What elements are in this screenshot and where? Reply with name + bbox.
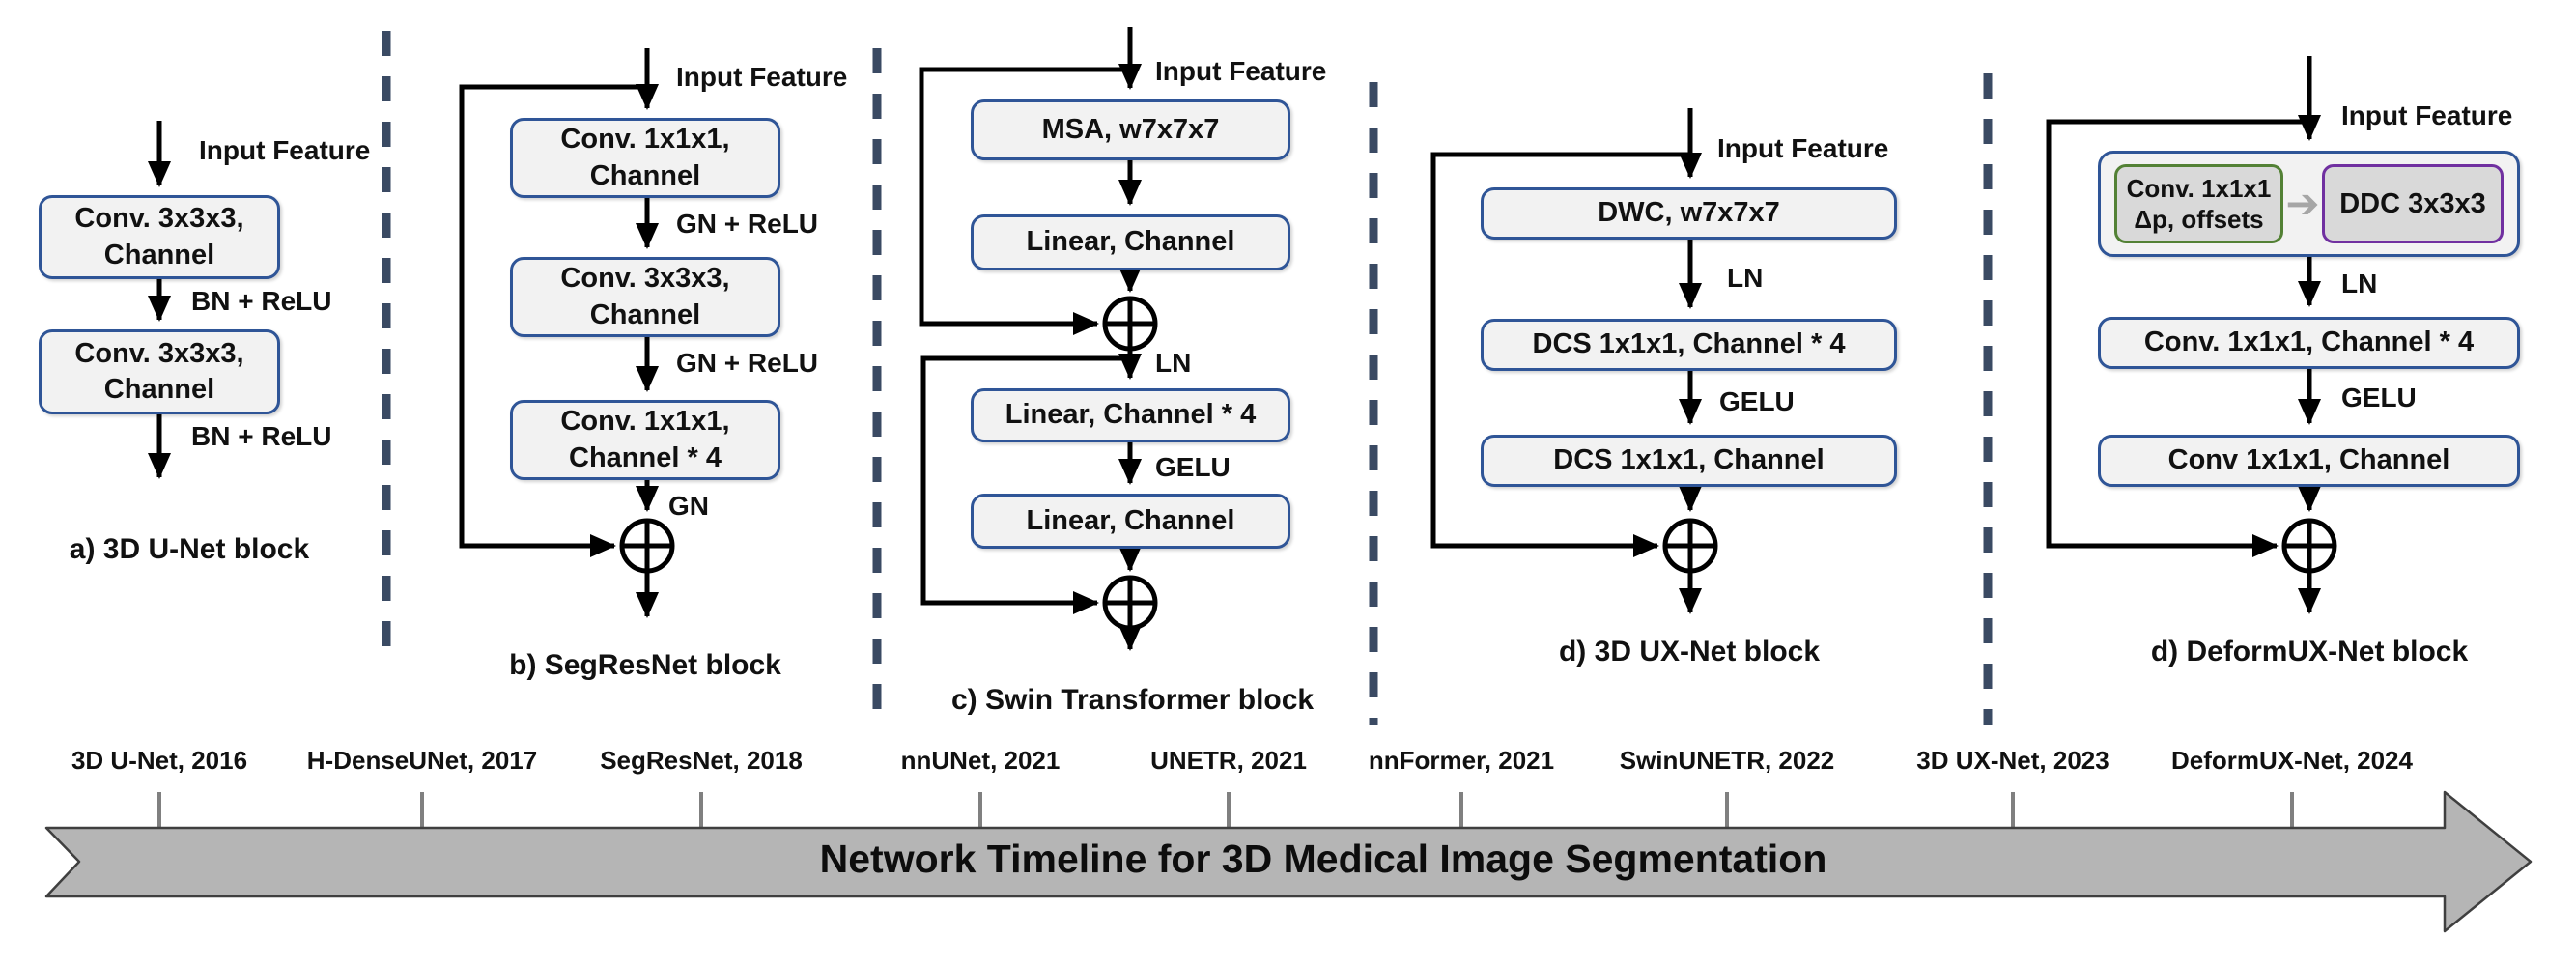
skip-connection-line [920,355,1130,614]
conv-box: Conv 1x1x1, Channel [2098,435,2520,487]
panel-caption: d) 3D UX-Net block [1558,636,1821,668]
dwc-box: DWC, w7x7x7 [1481,187,1897,240]
conv-box: Conv. 3x3x3, Channel [510,257,780,337]
sum-node [1102,296,1158,352]
norm-activation-label: GN [668,491,709,521]
timeline-title: Network Timeline for 3D Medical Image Se… [819,837,1827,881]
input-feature-label: Input Feature [1717,133,1889,163]
timeline-label: 3D UX-Net, 2023 [1916,746,2109,775]
norm-activation-label: BN + ReLU [191,286,332,316]
linear-box: Linear, Channel * 4 [971,388,1290,442]
input-feature-label: Input Feature [1155,56,1327,86]
sum-node [1102,575,1158,631]
msa-box: MSA, w7x7x7 [971,99,1290,160]
panel-caption: a) 3D U-Net block [69,533,310,565]
offset-to-ddc-arrow-icon: ➔ [2285,181,2320,226]
deform-conv-container: Conv. 1x1x1 Δp, offsets ➔ DDC 3x3x3 [2098,151,2520,257]
norm-activation-label: BN + ReLU [191,421,332,451]
conv-box: Conv. 3x3x3, Channel [39,195,280,279]
conv-box: Conv. 1x1x1, Channel * 4 [2098,317,2520,369]
panel-caption: c) Swin Transformer block [951,684,1315,716]
norm-label: LN [2341,269,2378,298]
input-feature-label: Input Feature [676,62,848,92]
panel-caption: d) DeformUX-Net block [2150,636,2469,668]
timeline-label: nnUNet, 2021 [900,746,1061,775]
skip-connection-line [1430,152,1690,557]
timeline-label: SegResNet, 2018 [600,746,803,775]
conv-box: Conv. 3x3x3, Channel [39,329,280,414]
norm-activation-label: GN + ReLU [676,348,819,378]
ddc-box: DDC 3x3x3 [2321,164,2504,243]
input-feature-label: Input Feature [2341,100,2513,130]
timeline-label: UNETR, 2021 [1150,746,1307,775]
timeline-label: nnFormer, 2021 [1368,746,1555,775]
activation-label: GELU [1719,386,1795,416]
panel-caption: b) SegResNet block [509,649,781,681]
skip-connection-line [919,67,1130,335]
sum-node [2281,518,2337,574]
activation-label: GELU [1155,452,1231,482]
sum-node [1662,518,1718,574]
timeline-label: H-DenseUNet, 2017 [306,746,538,775]
timeline-label: 3D U-Net, 2016 [71,746,248,775]
norm-label: LN [1155,348,1192,378]
timeline-label: DeformUX-Net, 2024 [2171,746,2413,775]
conv-box: Conv. 1x1x1, Channel * 4 [510,400,780,480]
dcs-box: DCS 1x1x1, Channel [1481,435,1897,487]
skip-connection-line [459,84,647,557]
offset-conv-box: Conv. 1x1x1 Δp, offsets [2114,164,2283,243]
timeline-band [44,790,2533,933]
dcs-box: DCS 1x1x1, Channel * 4 [1481,319,1897,371]
norm-label: LN [1727,263,1764,293]
timeline-label: SwinUNETR, 2022 [1619,746,1835,775]
norm-activation-label: GN + ReLU [676,209,819,239]
skip-connection-line [2046,119,2309,557]
conv-box: Conv. 1x1x1, Channel [510,118,780,198]
input-feature-label: Input Feature [199,135,371,165]
activation-label: GELU [2341,383,2417,412]
linear-box: Linear, Channel [971,494,1290,549]
linear-box: Linear, Channel [971,214,1290,270]
sum-node [619,518,675,574]
